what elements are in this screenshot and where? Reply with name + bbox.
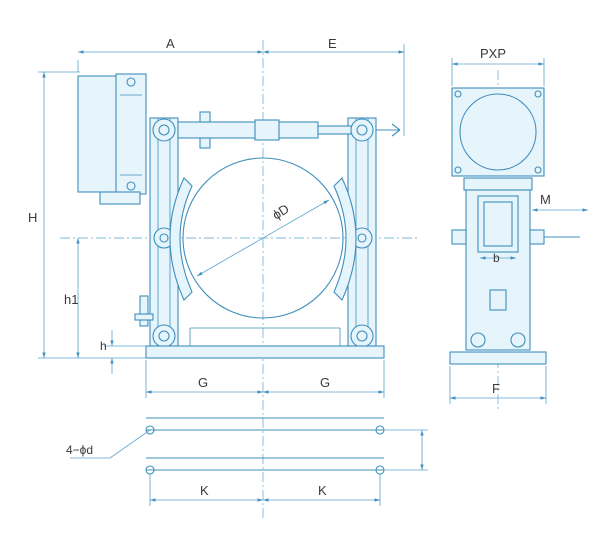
side-view: PXP b M F bbox=[449, 46, 588, 410]
base-plan-view: 4−ϕd K K bbox=[66, 417, 428, 506]
label-E: E bbox=[328, 36, 337, 51]
label-h: h bbox=[100, 339, 107, 353]
front-view: ϕD A E H h1 h bbox=[28, 36, 420, 520]
pivot-pins bbox=[152, 118, 374, 348]
label-F: F bbox=[492, 381, 500, 396]
label-holes: 4−ϕd bbox=[66, 443, 93, 457]
label-PXP: PXP bbox=[480, 46, 506, 61]
holes-leader bbox=[109, 429, 151, 459]
label-K-left: K bbox=[200, 483, 209, 498]
diameter-label: ϕD bbox=[270, 201, 292, 223]
label-h1: h1 bbox=[64, 292, 78, 307]
top-pull-rod bbox=[177, 111, 401, 149]
base-plate bbox=[145, 327, 385, 359]
label-b: b bbox=[493, 251, 500, 265]
label-H: H bbox=[28, 210, 37, 225]
adjust-bolt bbox=[134, 295, 154, 327]
diameter-line bbox=[196, 199, 330, 277]
right-brake-shoe bbox=[333, 177, 357, 301]
mount-hole bbox=[145, 425, 155, 435]
brake-wheel bbox=[182, 157, 344, 319]
thruster-box bbox=[77, 73, 147, 205]
label-A: A bbox=[166, 36, 175, 51]
thruster-head bbox=[451, 87, 545, 177]
left-brake-shoe bbox=[169, 177, 193, 301]
label-G-left: G bbox=[198, 375, 208, 390]
side-body bbox=[465, 189, 531, 351]
label-M: M bbox=[540, 192, 551, 207]
label-G-right: G bbox=[320, 375, 330, 390]
label-K-right: K bbox=[318, 483, 327, 498]
side-base bbox=[449, 351, 547, 365]
